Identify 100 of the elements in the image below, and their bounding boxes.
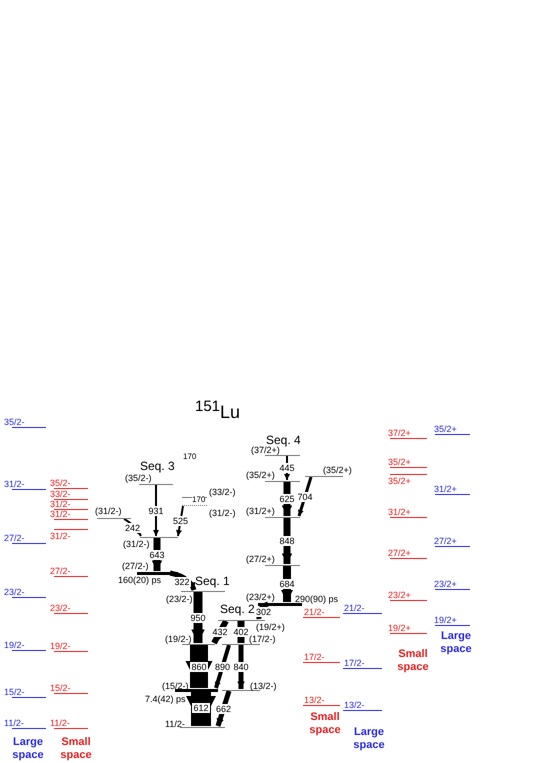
sequence-label: Seq. 1	[195, 574, 230, 588]
spin-label: 21/2-	[304, 607, 325, 617]
title: $^{151}$Lu	[195, 398, 240, 423]
transition-arrow	[282, 482, 292, 516]
spin-label: 23/2+	[388, 590, 411, 600]
spin-label: 31/2-	[50, 499, 71, 509]
model-space-label: Large space	[352, 726, 386, 752]
transition-arrow	[254, 602, 269, 620]
spin-label: 19/2+	[434, 615, 457, 625]
energy-label: 402	[232, 627, 250, 637]
spin-label: 23/2-	[4, 587, 25, 597]
spin-label: 31/2-	[4, 479, 25, 489]
spin-label: (31/2+)	[246, 506, 275, 516]
spin-label: 35/2-	[50, 478, 71, 488]
lifetime-label: 290(90) ps	[295, 594, 338, 604]
spin-label: 17/2-	[344, 658, 365, 668]
spin-label: (35/2-)	[125, 473, 152, 483]
spin-label: 19/2-	[50, 641, 71, 651]
spin-label: (37/2+)	[251, 445, 280, 455]
energy-label: 242	[124, 522, 142, 532]
transition-arrow	[282, 518, 292, 564]
energy-label: 612	[192, 703, 210, 713]
sequence-label: Seq. 4	[266, 433, 301, 447]
spin-label: 13/2-	[304, 695, 325, 705]
spin-label: 31/2+	[434, 484, 457, 494]
energy-label: 525	[172, 516, 190, 526]
lifetime-label: 160(20) ps	[118, 575, 162, 585]
energy-label: 302	[254, 606, 272, 616]
spin-label: 19/2-	[4, 640, 25, 650]
transition-arrow	[236, 621, 246, 643]
energy-label: 840	[232, 662, 250, 672]
spin-label: 17/2-	[304, 652, 325, 662]
spin-label: (27/2-)	[122, 561, 149, 571]
transition-arrow	[186, 645, 212, 688]
spin-label: (31/2-)	[95, 506, 122, 516]
spin-label: 31/2-	[50, 509, 71, 519]
spin-label: (31/2-)	[123, 539, 150, 549]
spin-label: 31/2+	[388, 507, 411, 517]
sequence-label: Seq. 3	[140, 459, 175, 473]
spin-label: 35/2+	[388, 457, 411, 467]
transition-arrow	[281, 566, 293, 602]
transition-arrow	[186, 690, 216, 726]
transition-arrow	[191, 592, 205, 643]
energy-label: 322	[173, 576, 191, 586]
transition-arrow	[211, 620, 229, 644]
transition-arrow	[176, 506, 184, 536]
model-space-label: Large space	[11, 736, 45, 762]
spin-label: 23/2+	[434, 579, 457, 589]
spin-label: 27/2-	[4, 533, 25, 543]
energy-label: 890	[214, 662, 232, 672]
spin-label: (17/2-)	[249, 634, 276, 644]
spin-label: 27/2+	[388, 548, 411, 558]
spin-label: 35/2+	[388, 476, 411, 486]
energy-label: 684	[278, 579, 296, 589]
energy-label: 170	[183, 452, 196, 461]
transition-arrow	[169, 570, 196, 591]
spin-label: (23/2-)	[166, 594, 193, 604]
spin-label: 23/2-	[50, 603, 71, 613]
transition-arrow	[216, 690, 232, 727]
spin-label: (31/2-)	[209, 508, 236, 518]
spin-label: 19/2+	[388, 623, 411, 633]
model-space-label: Small space	[308, 711, 342, 737]
energy-label: 170	[192, 495, 206, 504]
spin-label: 33/2-	[50, 489, 71, 499]
energy-label: 848	[278, 536, 296, 546]
model-space-label: Small space	[59, 736, 93, 762]
spin-label: 11/2-	[165, 719, 185, 729]
energy-label: 625	[278, 494, 296, 504]
spin-label: 11/2-	[50, 718, 70, 728]
lifetime-label: 7.4(42) ps	[145, 694, 186, 704]
spin-label: 11/2-	[4, 718, 24, 728]
spin-label: 13/2-	[344, 700, 365, 710]
spin-label: (27/2+)	[246, 554, 275, 564]
energy-label: 643	[148, 550, 166, 560]
spin-label: 15/2-	[50, 683, 71, 693]
sequence-label: Seq. 2	[220, 602, 255, 616]
energy-label: 931	[147, 506, 165, 516]
spin-label: (13/2-)	[250, 681, 277, 691]
spin-label: 35/2+	[434, 424, 457, 434]
energy-label: 445	[278, 463, 296, 473]
spin-label: (33/2-)	[209, 487, 236, 497]
spin-label: 35/2-	[4, 417, 25, 427]
spin-label: 27/2-	[50, 566, 71, 576]
transition-arrow	[214, 644, 231, 689]
spin-label: (19/2+)	[256, 622, 285, 632]
spin-label: 27/2+	[434, 536, 457, 546]
spin-label: (35/2+)	[246, 470, 275, 480]
energy-label: 950	[189, 612, 207, 622]
spin-label: (19/2-)	[165, 634, 192, 644]
spin-label: (15/2-)	[162, 681, 189, 691]
model-space-label: Small space	[396, 648, 430, 674]
transition-arrow	[237, 645, 245, 689]
spin-label: (23/2+)	[246, 592, 275, 602]
spin-label: 15/2-	[4, 687, 25, 697]
transition-arrow	[152, 538, 162, 571]
transition-arrow	[153, 485, 159, 536]
spin-label: 31/2-	[50, 531, 71, 541]
spin-label: 21/2-	[344, 603, 365, 613]
spin-label: 37/2+	[388, 428, 411, 438]
energy-label: 704	[296, 492, 314, 502]
